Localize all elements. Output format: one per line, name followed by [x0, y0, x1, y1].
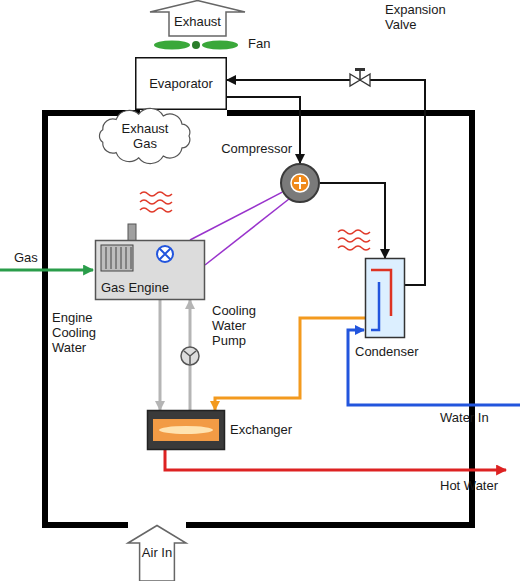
node-label: Expansion Valve — [385, 2, 467, 32]
node-label: Exhaust Gas — [114, 121, 176, 151]
compressor-circle-outline — [280, 163, 320, 203]
node-label: Exhaust — [174, 14, 221, 29]
refrigerant-line — [370, 80, 425, 285]
evaporator-box: Evaporator — [135, 57, 227, 110]
hot-water-line — [165, 450, 506, 470]
condenser-box-outline — [365, 258, 405, 338]
water-in-label: Water In — [440, 410, 489, 425]
node-label: Compressor — [221, 141, 292, 156]
refrigerant-line — [320, 183, 385, 258]
drive-belt-line — [190, 192, 282, 240]
housing-wall — [45, 113, 472, 525]
node-label: Evaporator — [149, 76, 213, 91]
node-label: Gas Engine — [101, 280, 169, 295]
expansion-valve: Expansion Valve — [350, 68, 370, 92]
exchanger-box: Exchanger — [147, 410, 225, 450]
exhaust-arrow: Exhaust — [150, 0, 245, 36]
cooling-water-pump-label: Cooling Water Pump — [212, 303, 264, 348]
hot-water-label: Hot Water — [440, 478, 498, 493]
gas-engine-box: Gas Engine — [95, 240, 205, 300]
air-in-arrow: Air In — [128, 525, 186, 581]
gas-label: Gas — [14, 250, 38, 265]
engine-cooling-water-line — [159, 300, 162, 410]
refrigerant-line — [227, 79, 350, 81]
node-label: Condenser — [355, 344, 419, 359]
fan-label: Fan — [248, 36, 270, 51]
exchanger-box-outline — [147, 410, 225, 450]
drive-belt — [205, 199, 289, 265]
exhaust-gas-cloud: Exhaust Gas — [95, 108, 195, 164]
water-in-line — [348, 330, 520, 405]
exhaust-pipe — [128, 224, 136, 241]
cooling-water-pump — [181, 347, 199, 365]
node-label: Exchanger — [230, 422, 292, 437]
compressor-circle: Compressor — [280, 163, 320, 203]
expansion-valve-outline — [350, 68, 370, 92]
condenser-box: Condenser — [365, 258, 405, 338]
fan — [154, 41, 238, 50]
node-label: Air In — [140, 545, 174, 560]
gas-supply-line — [0, 269, 93, 272]
engine-cooling-water-label: Engine Cooling Water — [52, 310, 104, 355]
